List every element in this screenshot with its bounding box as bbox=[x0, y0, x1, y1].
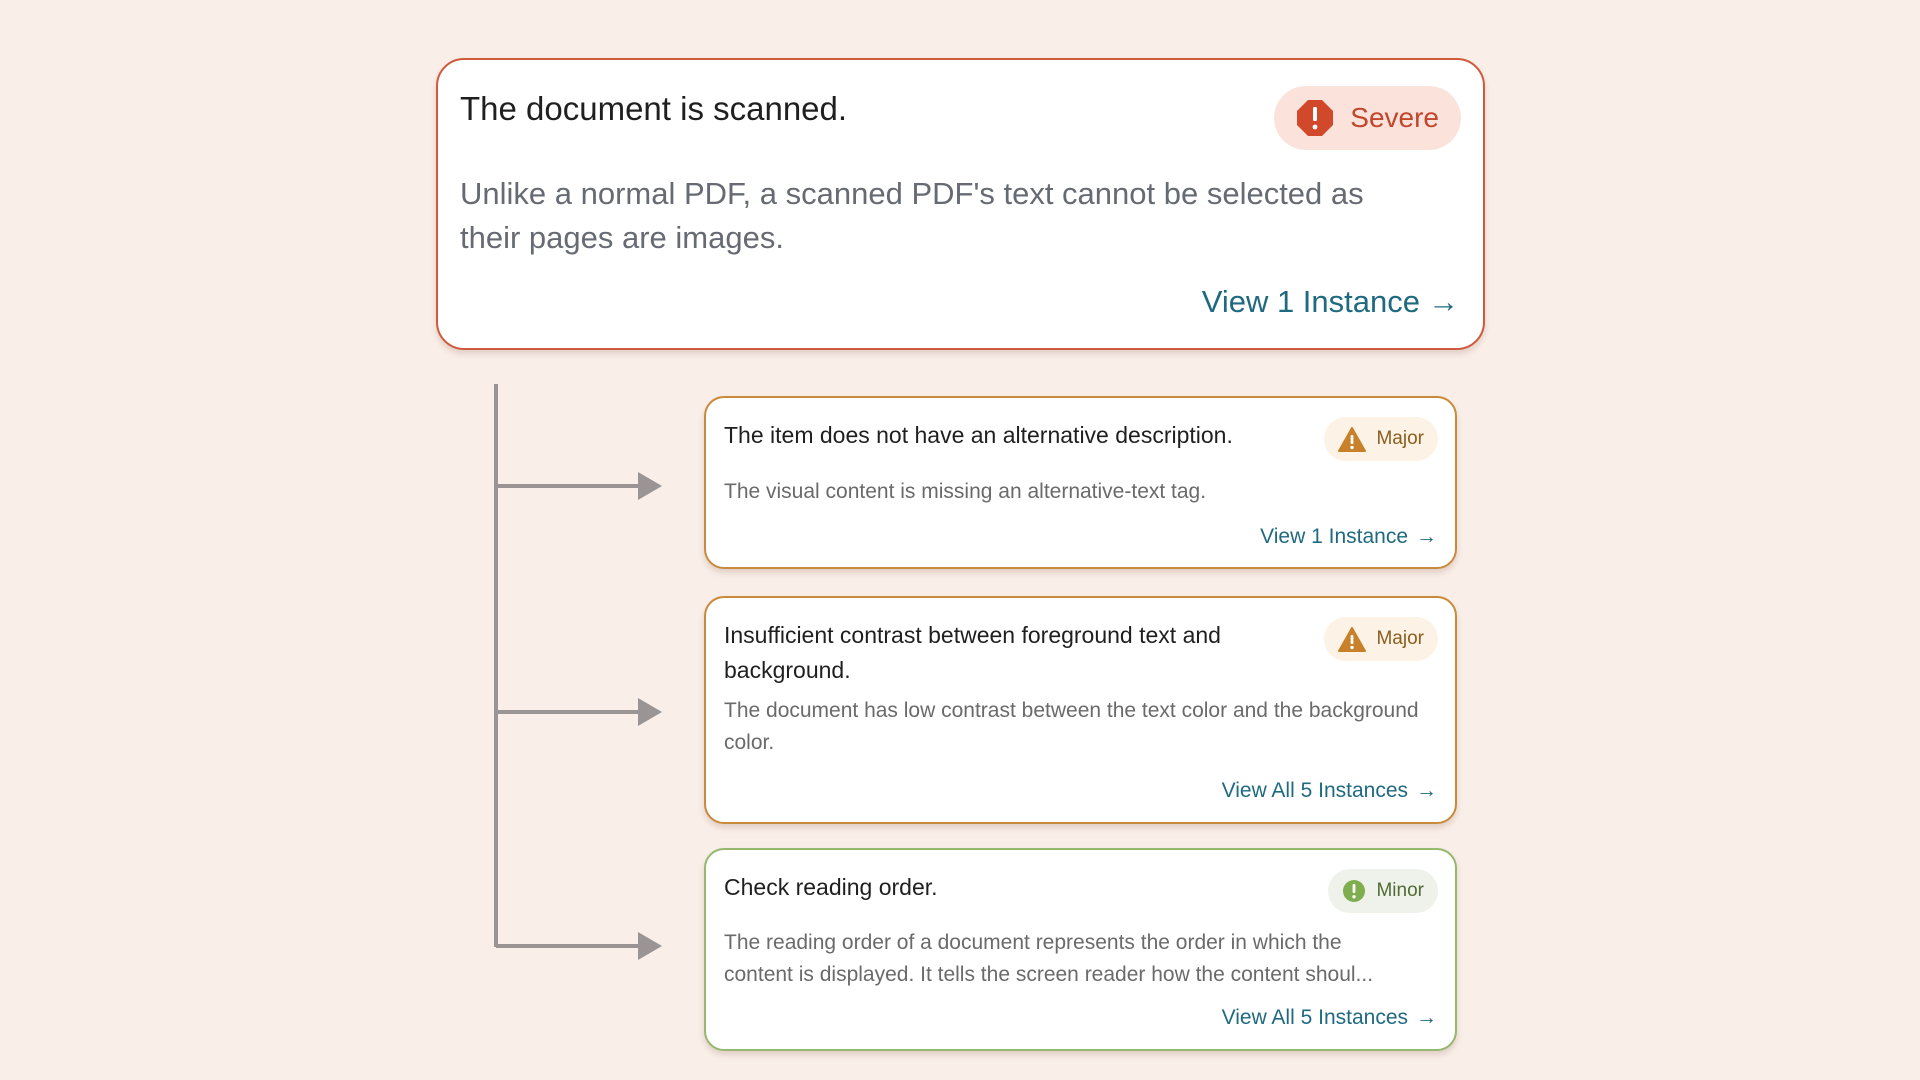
sub-issue-card: Insufficient contrast between foreground… bbox=[704, 596, 1457, 824]
severity-label: Major bbox=[1376, 628, 1424, 649]
arrow-right-icon: → bbox=[1416, 525, 1437, 548]
description-line: The reading order of a document represen… bbox=[724, 931, 1342, 954]
link-label: View All 5 Instances bbox=[1221, 1006, 1408, 1029]
view-all-instances-link[interactable]: View All 5 Instances → bbox=[1222, 779, 1437, 803]
main-issue-description: Unlike a normal PDF, a scanned PDF's tex… bbox=[460, 176, 1364, 255]
circle-exclamation-icon bbox=[1343, 880, 1366, 902]
severity-label: Minor bbox=[1376, 880, 1424, 901]
severity-badge-major: Major bbox=[1324, 417, 1438, 461]
link-label: View 1 Instance bbox=[1201, 284, 1420, 319]
arrow-right-icon: → bbox=[1416, 779, 1437, 802]
severity-badge-severe: Severe bbox=[1274, 86, 1461, 150]
sub-issue-description: The reading order of a document represen… bbox=[724, 927, 1444, 991]
warning-triangle-icon bbox=[1338, 426, 1367, 452]
link-label: View 1 Instance bbox=[1260, 525, 1408, 548]
main-issue-title: The document is scanned. bbox=[460, 90, 848, 127]
view-instance-link[interactable]: View 1 Instance → bbox=[1260, 525, 1437, 549]
sub-issue-title: Insufficient contrast between foreground… bbox=[724, 622, 1221, 683]
octagon-exclamation-icon bbox=[1297, 100, 1334, 136]
link-label: View All 5 Instances bbox=[1221, 779, 1408, 802]
view-all-instances-link[interactable]: View All 5 Instances → bbox=[1222, 1006, 1437, 1030]
sub-issue-description: The visual content is missing an alterna… bbox=[724, 480, 1207, 503]
severity-badge-minor: Minor bbox=[1328, 869, 1438, 913]
arrow-right-icon: → bbox=[1416, 1006, 1437, 1029]
sub-issue-card: Check reading order. Minor The reading o… bbox=[704, 848, 1457, 1051]
description-line: content is displayed. It tells the scree… bbox=[724, 963, 1374, 986]
sub-issue-description: The document has low contrast between th… bbox=[724, 699, 1419, 754]
sub-issue-card: The item does not have an alternative de… bbox=[704, 396, 1457, 569]
severity-badge-major: Major bbox=[1324, 617, 1438, 661]
view-instance-link[interactable]: View 1 Instance → bbox=[1202, 284, 1459, 320]
arrow-right-icon: → bbox=[1428, 284, 1459, 319]
sub-issue-title: The item does not have an alternative de… bbox=[724, 422, 1233, 448]
warning-triangle-icon bbox=[1338, 626, 1367, 652]
severity-label: Severe bbox=[1350, 102, 1439, 133]
main-issue-card: The document is scanned. Severe Unlike a… bbox=[436, 58, 1485, 350]
sub-issue-title: Check reading order. bbox=[724, 874, 938, 900]
severity-label: Major bbox=[1376, 428, 1424, 449]
